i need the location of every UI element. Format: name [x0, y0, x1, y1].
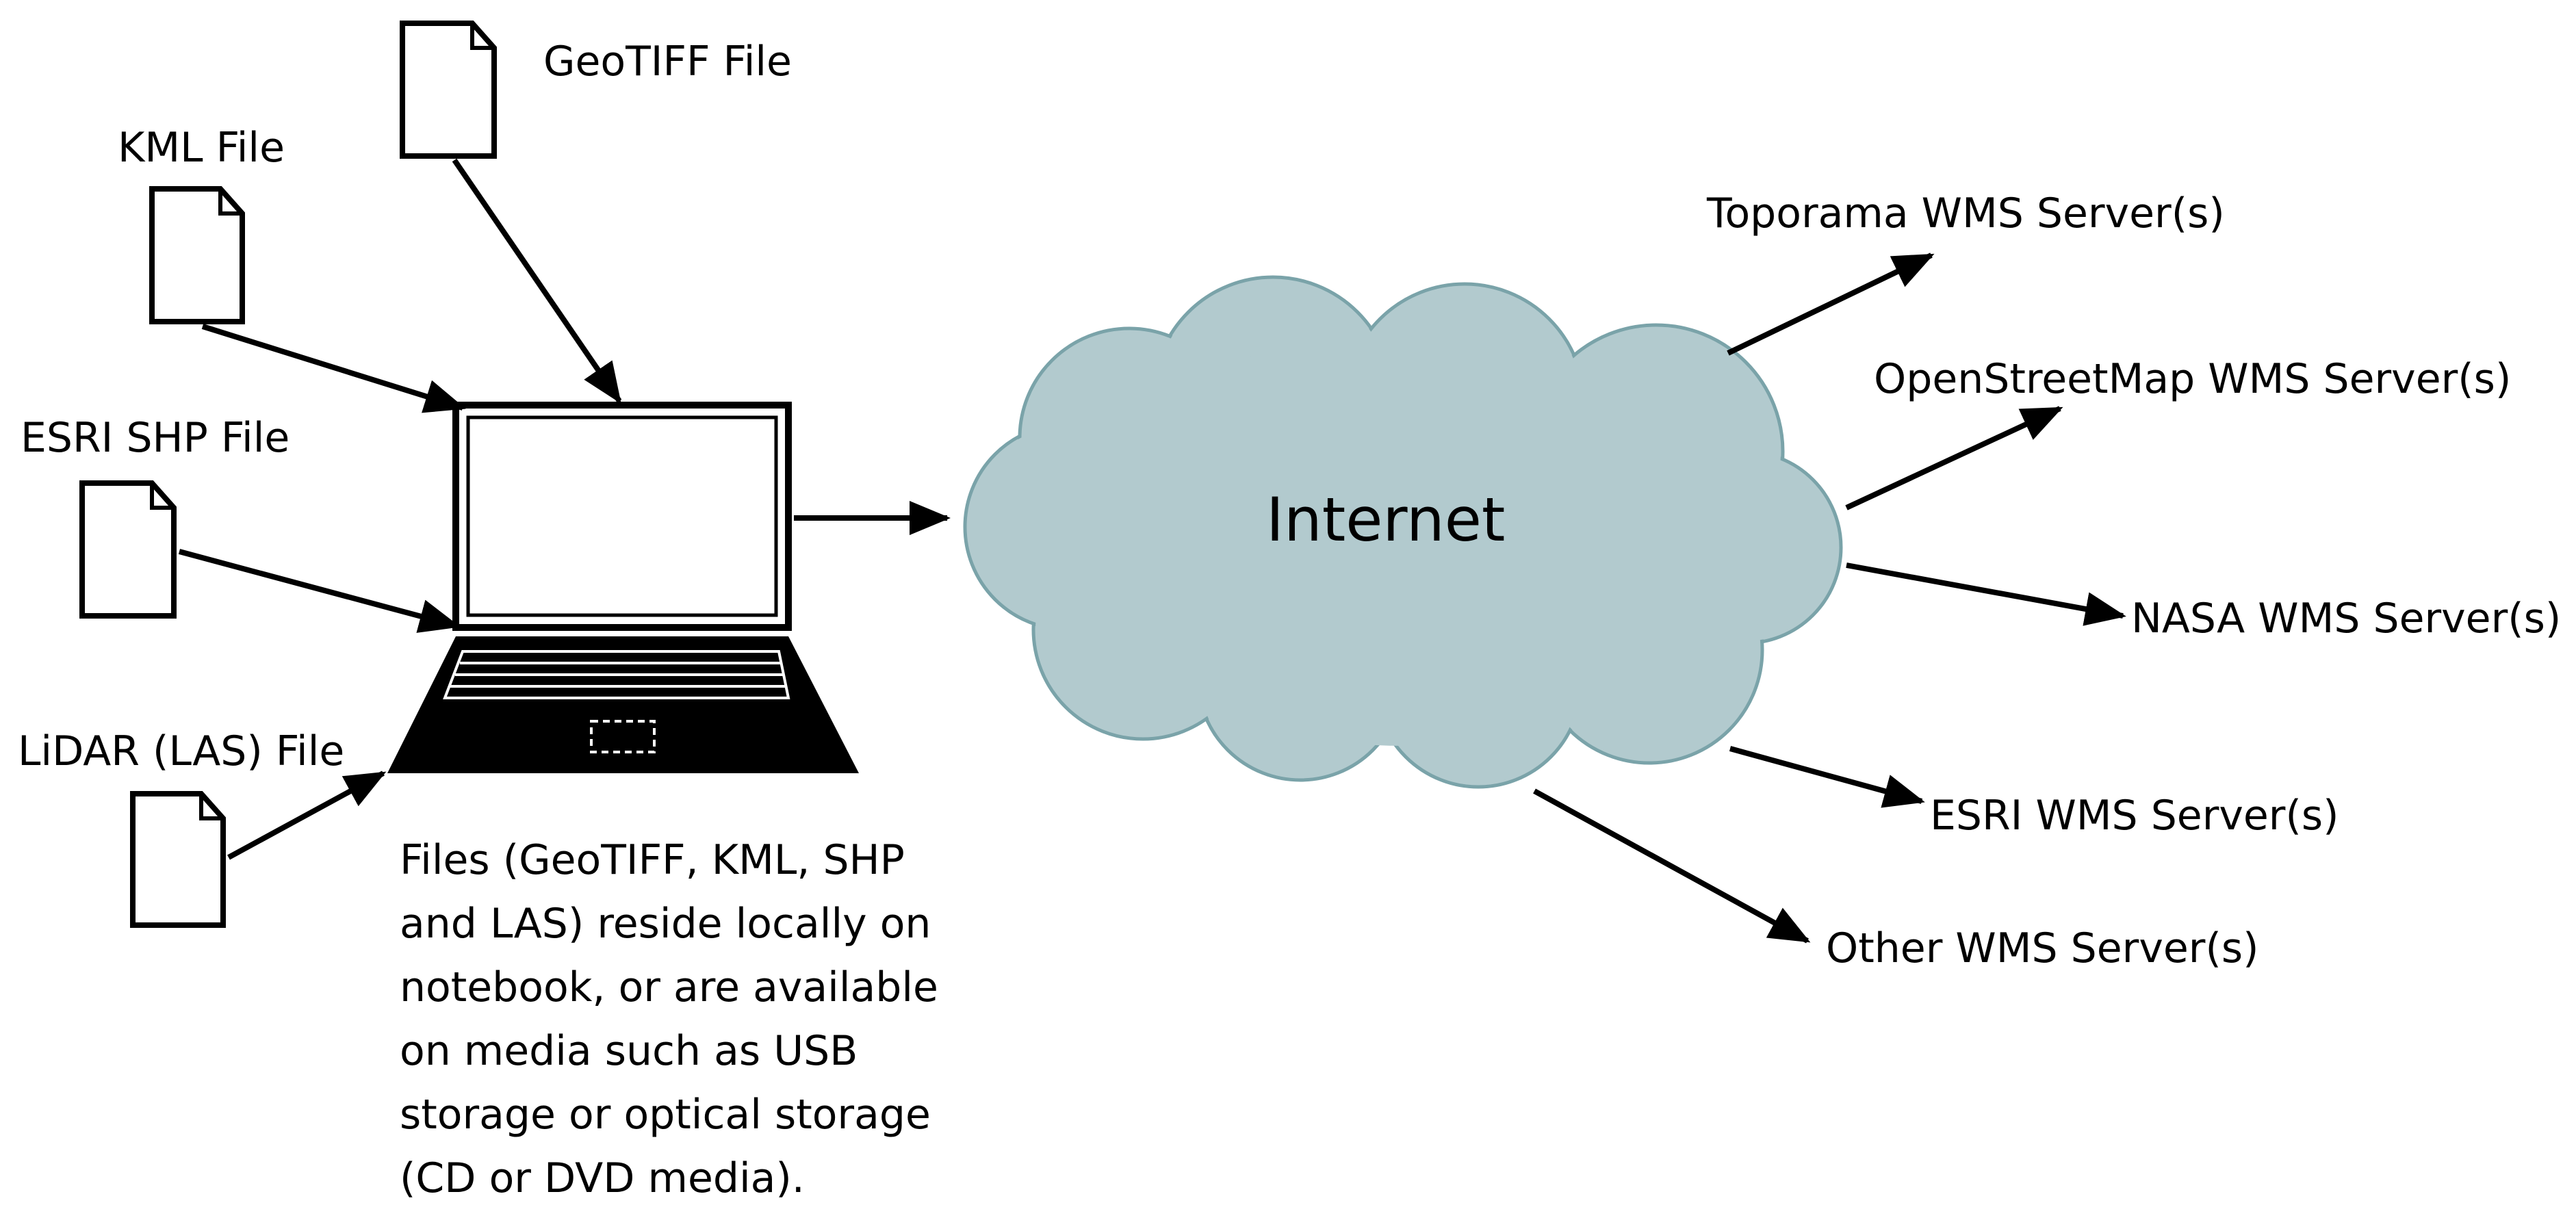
kml-file-icon	[149, 186, 245, 324]
description-line: storage or optical storage	[400, 1091, 931, 1139]
arrow-geotiff-to-laptop	[452, 158, 622, 404]
laptop-icon	[387, 402, 859, 773]
geotiff-file-icon	[400, 21, 497, 159]
internet-cloud: Internet	[963, 275, 1843, 789]
description-block: Files (GeoTIFF, KML, SHP and LAS) reside…	[400, 836, 938, 1202]
arrow-to-esri	[1729, 746, 1925, 808]
toporama-server-label: Toporama WMS Server(s)	[1706, 190, 2225, 237]
description-line: Files (GeoTIFF, KML, SHP	[400, 836, 905, 884]
kml-file-label: KML File	[118, 124, 285, 172]
lidar-file-label: LiDAR (LAS) File	[18, 727, 344, 775]
description-line: (CD or DVD media).	[400, 1154, 805, 1202]
nasa-server-label: NASA WMS Server(s)	[2131, 595, 2561, 643]
description-line: notebook, or are available	[400, 963, 938, 1011]
arrow-lidar-to-laptop	[227, 770, 387, 860]
arrow-shp-to-laptop	[178, 549, 461, 633]
arrow-to-other	[1533, 788, 1811, 944]
arrow-to-toporama	[1727, 252, 1935, 356]
esri-server-label: ESRI WMS Server(s)	[1930, 792, 2339, 840]
arrow-to-openstreetmap	[1845, 406, 2063, 510]
esri-shp-file-icon	[79, 480, 177, 619]
geotiff-file-label: GeoTIFF File	[543, 38, 792, 86]
openstreetmap-server-label: OpenStreetMap WMS Server(s)	[1874, 355, 2511, 403]
description-line: on media such as USB	[400, 1027, 858, 1075]
esri-shp-file-label: ESRI SHP File	[21, 414, 289, 462]
description-line: and LAS) reside locally on	[400, 900, 931, 948]
arrow-to-nasa	[1846, 562, 2126, 626]
internet-label: Internet	[1266, 484, 1505, 555]
arrow-kml-to-laptop	[201, 324, 466, 413]
other-server-label: Other WMS Server(s)	[1826, 924, 2259, 972]
lidar-file-icon	[130, 791, 226, 928]
